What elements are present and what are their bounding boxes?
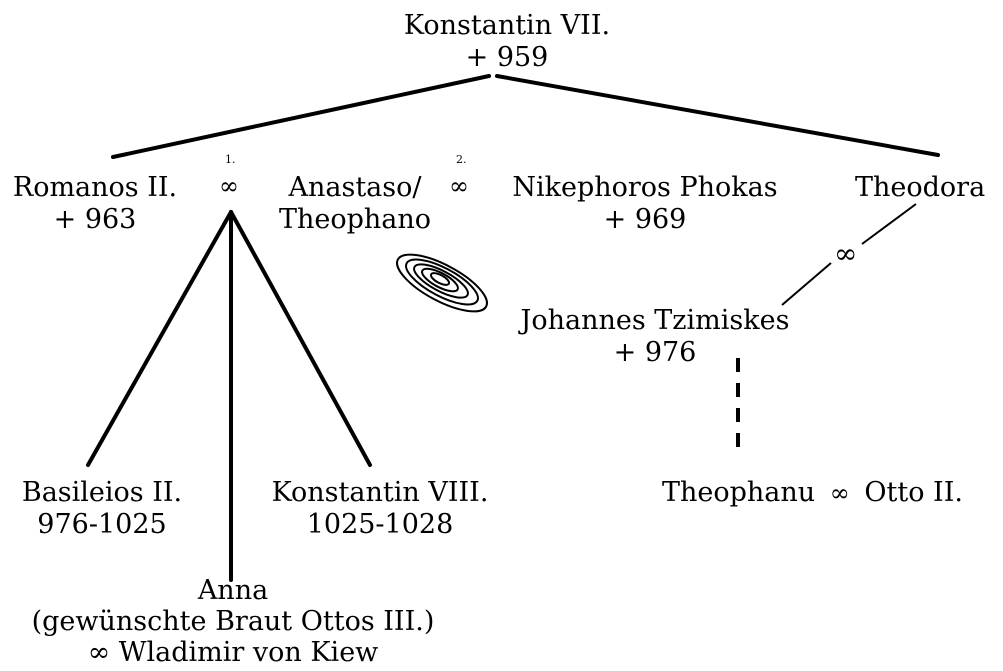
line-marriage-to-konstantin8 <box>229 210 372 467</box>
node-theodora: Theodora <box>855 172 985 204</box>
romanos-ii-name: Romanos II. <box>12 172 178 203</box>
line-theodora-marriage-lower <box>781 262 832 306</box>
konstantin-vii-name: Konstantin VII. <box>403 10 611 41</box>
johannes-name: Johannes Tzimiskes <box>520 305 790 336</box>
marriage-1-symbol: ∞ <box>219 172 239 200</box>
theophanu-marriage-symbol: ∞ <box>829 479 850 507</box>
nikephoros-dates: + 969 <box>603 204 687 235</box>
marriage-3-symbol: ∞ <box>834 237 858 270</box>
node-romanos-ii: Romanos II. + 963 <box>13 172 177 236</box>
node-anastaso-theophano: Anastaso/ Theophano <box>279 172 431 236</box>
nikephoros-name: Nikephoros Phokas <box>512 172 778 203</box>
theophano-name: Theophano <box>278 204 432 235</box>
marriage-2-symbol: ∞ <box>449 172 469 200</box>
theodora-name: Theodora <box>855 172 986 203</box>
anastaso-name: Anastaso/ <box>288 172 422 203</box>
theophanu-name: Theophanu <box>662 477 816 508</box>
marriage-2-number: 2. <box>456 153 467 166</box>
basileios-dates: 976-1025 <box>37 509 167 540</box>
line-root-to-theodora <box>495 74 940 157</box>
spiral-icon <box>396 253 488 313</box>
line-root-to-romanos <box>111 74 491 159</box>
basileios-name: Basileios II. <box>21 477 183 508</box>
line-marriage-to-basileios <box>86 210 233 467</box>
konstantin-viii-name: Konstantin VIII. <box>271 477 489 508</box>
node-konstantin-viii: Konstantin VIII. 1025-1028 <box>272 477 489 541</box>
node-konstantin-vii: Konstantin VII. + 959 <box>404 10 610 74</box>
node-johannes-tzimiskes: Johannes Tzimiskes + 976 <box>521 305 790 369</box>
johannes-dates: + 976 <box>613 337 697 368</box>
line-theodora-marriage-upper <box>861 203 917 245</box>
anna-name: Anna <box>197 575 269 606</box>
node-theophanu-otto: Theophanu ∞ Otto II. <box>662 477 963 509</box>
anna-note: (gewünschte Braut Ottos III.) <box>31 606 435 637</box>
marriage-1-number: 1. <box>225 153 236 166</box>
anna-spouse: ∞ Wladimir von Kiew <box>87 637 379 668</box>
node-basileios-ii: Basileios II. 976-1025 <box>22 477 182 541</box>
konstantin-vii-dates: + 959 <box>465 42 549 73</box>
node-anna: Anna (gewünschte Braut Ottos III.) ∞ Wla… <box>32 575 435 668</box>
otto-ii-name: Otto II. <box>864 477 963 508</box>
node-nikephoros-phokas: Nikephoros Phokas + 969 <box>512 172 777 236</box>
romanos-ii-dates: + 963 <box>53 204 137 235</box>
konstantin-viii-dates: 1025-1028 <box>306 509 454 540</box>
